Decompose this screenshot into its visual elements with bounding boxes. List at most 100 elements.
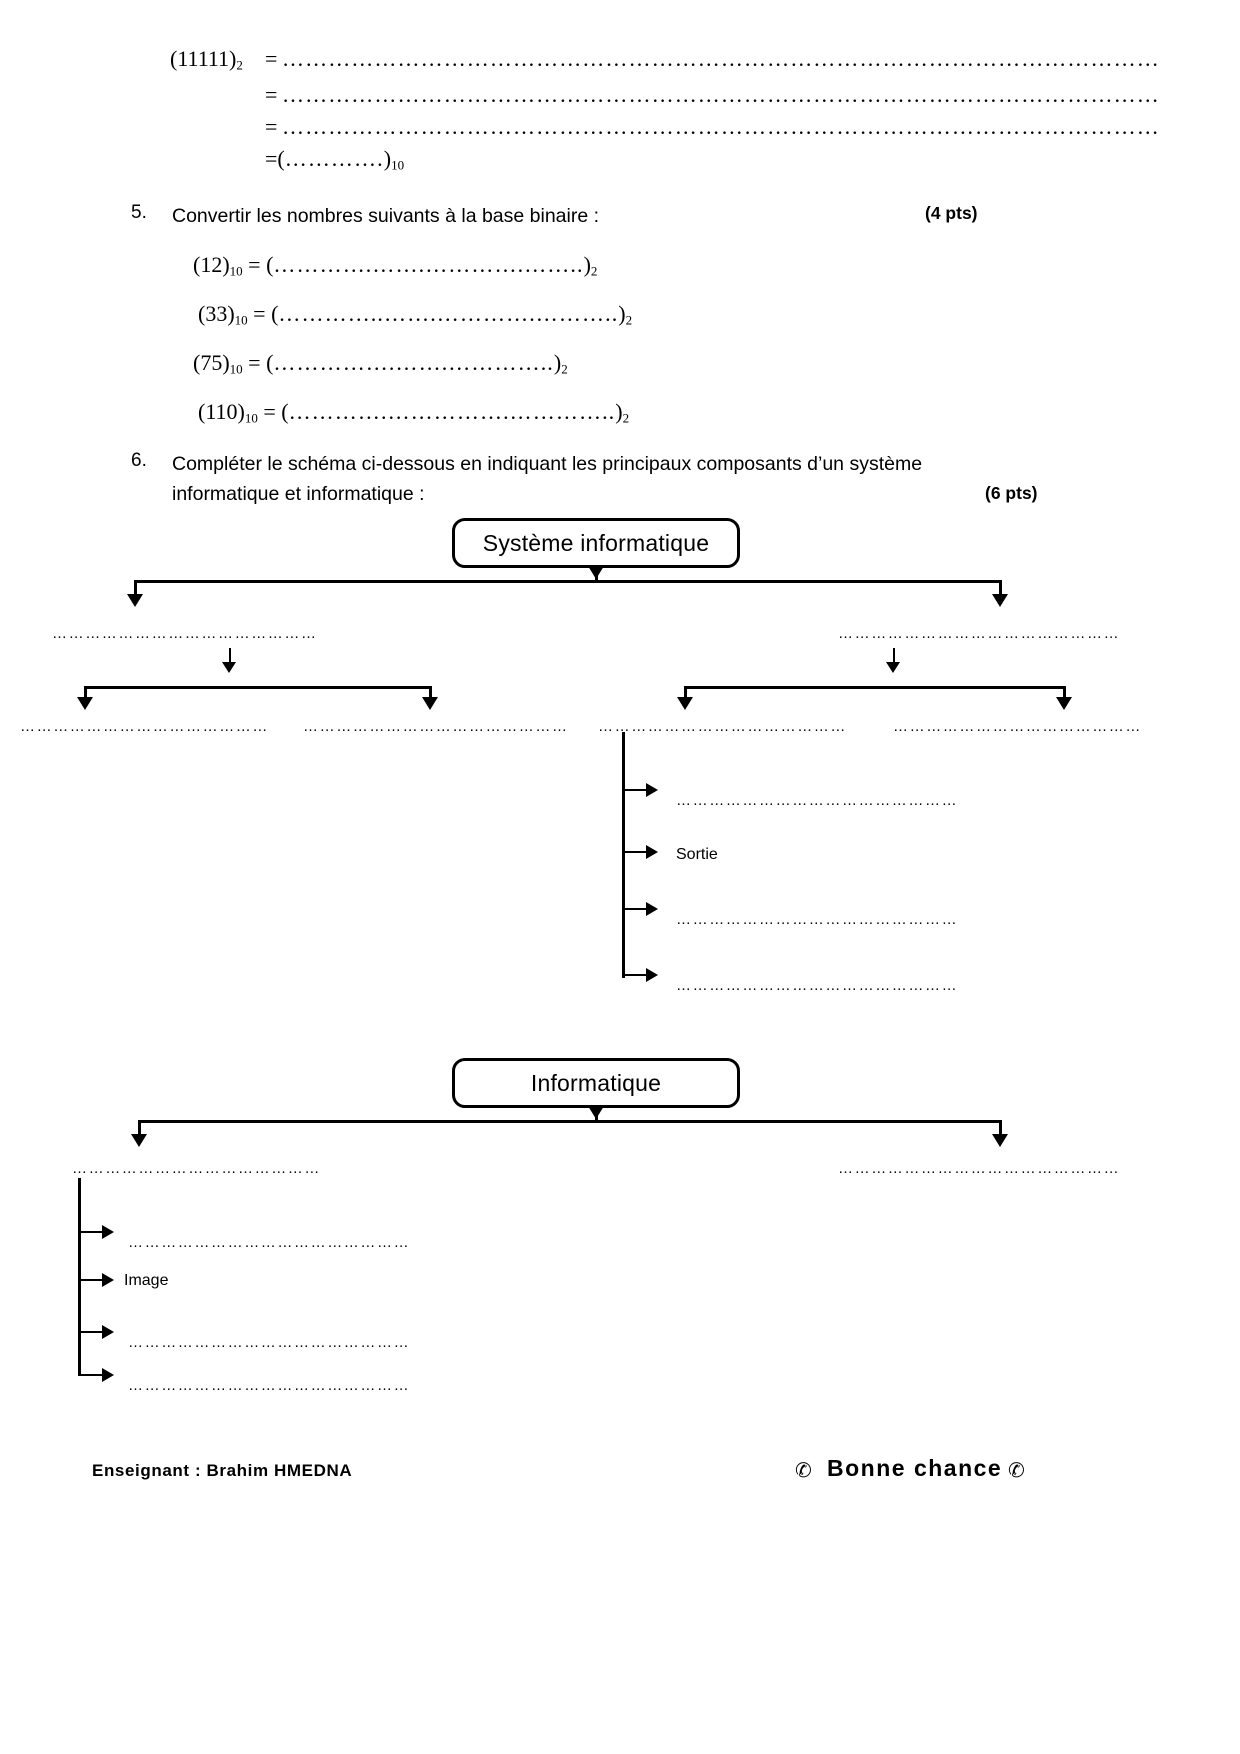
schema-left-sub-arrow-1: [77, 697, 93, 710]
schema2-level1-right-blank[interactable]: ……………………………………………: [838, 1160, 1121, 1177]
schema-level3-label-2: Sortie: [676, 846, 718, 863]
schema2-arrow-3: [102, 1325, 114, 1339]
q4-operand: (11111)2: [170, 46, 243, 73]
schema-level1-right-blank[interactable]: ……………………………………………: [838, 625, 1121, 642]
q5-item-3-blank[interactable]: …………….…….…………..: [273, 350, 554, 375]
q5-item-3-eq: = (: [248, 350, 274, 375]
q5-item-2-eq: = (: [253, 301, 279, 326]
schema2-arrow-1: [102, 1225, 114, 1239]
schema-level3-label-1[interactable]: ……………………………………………: [676, 792, 959, 809]
q5-text: Convertir les nombres suivants à la base…: [172, 205, 600, 227]
q5-item-4-eq: = (: [263, 399, 289, 424]
q5-item-4-close: )2: [615, 399, 630, 426]
schema2-label-2: Image: [124, 1272, 169, 1289]
page-footer: Enseignant : Brahim HMEDNA ✆ Bonne chanc…: [0, 1455, 1240, 1515]
q5-item-1-eq: = (: [248, 252, 274, 277]
q5-item-3: (75)10 = (…………….…….…………..)2: [193, 350, 568, 377]
q6-text-line2: informatique et informatique :: [172, 483, 425, 505]
schema-level3-arrow-1: [646, 783, 658, 797]
schema-level1-left-arrow: [127, 594, 143, 607]
q4-eq-3: =: [265, 114, 278, 139]
schema-root-stem-arrow: [588, 566, 604, 579]
schema-informatique: Informatique ……………………………………… ………………………………: [0, 0, 1240, 1394]
schema-right-sub-drop-1: [684, 686, 687, 700]
schema2-level1-left-blank[interactable]: ………………………………………: [72, 1160, 321, 1177]
schema-left-sub-arrow-2: [422, 697, 438, 710]
q6-number: 6.: [131, 450, 147, 471]
schema-left-sub-bus: [84, 686, 432, 689]
schema-right-sub-stem-arrow: [886, 662, 900, 673]
schema-level3-connector-4: [622, 974, 648, 976]
schema-right-sub-arrow-2: [1056, 697, 1072, 710]
q5-item-4-value: (110)10: [198, 399, 258, 426]
q5-item-4: (110)10 = (………….…………….…………..)2: [198, 399, 629, 426]
schema-left-sub-drop-2: [429, 686, 432, 700]
schema-right-sub-bus: [684, 686, 1066, 689]
q4-row-2: = ……………………………………………………………………………………………………: [170, 82, 1159, 114]
schema-root-systeme-label: Système informatique: [482, 529, 710, 556]
schema2-level1-left-drop: [138, 1120, 141, 1138]
q4-blank-2[interactable]: ……………………………………………………………………………………………………: [282, 82, 1160, 107]
schema2-level1-right-arrow: [992, 1134, 1008, 1147]
q5-item-3-value: (75)10: [193, 350, 243, 377]
schema-root-informatique-box[interactable]: Informatique: [452, 1058, 740, 1108]
schema-level3-connector-3: [622, 908, 648, 910]
q5-item-1-value: (12)10: [193, 252, 243, 279]
q5-item-2-blank[interactable]: …………..…….………….………..: [278, 301, 619, 326]
schema2-connector-4: [78, 1374, 104, 1376]
schema-level3-arrow-2: [646, 845, 658, 859]
schema-left-sub-stem: [229, 648, 231, 668]
schema-root-systeme-box[interactable]: Système informatique: [452, 518, 740, 568]
phone-icon-right: ✆: [1008, 1458, 1025, 1482]
footer-teacher-label: Enseignant : Brahim HMEDNA: [92, 1461, 353, 1480]
schema2-connector-1: [78, 1231, 104, 1233]
q5-points: (4 pts): [925, 203, 978, 223]
schema-level3-label-4[interactable]: ……………………………………………: [676, 977, 959, 994]
schema-level3-connector-2: [622, 851, 648, 853]
schema-systeme-informatique: Système informatique ………………………………………… ………: [20, 518, 1142, 994]
schema-level3-arrow-3: [646, 902, 658, 916]
footer-wish-text: Bonne chance: [827, 1455, 1003, 1481]
schema2-connector-3: [78, 1331, 104, 1333]
q4-eq-2: =: [265, 82, 278, 107]
schema-level2-blank-3[interactable]: ………………………………………: [598, 718, 847, 735]
q5-item-1: (12)10 = (………….…….………….……..)2: [193, 252, 597, 279]
q4-blank-3[interactable]: ……………………………………………………………………………………………………: [282, 114, 1160, 139]
phone-icon-left: ✆: [795, 1458, 812, 1482]
schema-level3-arrow-4: [646, 968, 658, 982]
q4-eq-1: =: [265, 46, 278, 71]
q4-row-3: = ……………………………………………………………………………………………………: [170, 114, 1159, 146]
q5-item-4-blank[interactable]: ………….…………….…………..: [288, 399, 616, 424]
schema-level1-right-drop: [999, 580, 1002, 598]
schema-left-sub-stem-arrow: [222, 662, 236, 673]
q5-item-1-blank[interactable]: ………….…….………….……..: [273, 252, 584, 277]
schema-level3-label-3[interactable]: ……………………………………………: [676, 911, 959, 928]
schema-level2-blank-1[interactable]: ………………………………………: [20, 718, 269, 735]
q5-item-2: (33)10 = (…………..…….………….………..)2: [198, 301, 632, 328]
schema-level1-left-blank[interactable]: …………………………………………: [52, 625, 318, 642]
q4-result-row: =(………….)10: [170, 146, 1050, 178]
schema2-label-4[interactable]: ……………………………………………: [128, 1377, 411, 1394]
schema2-label-3[interactable]: ……………………………………………: [128, 1334, 411, 1351]
schema-level2-blank-2[interactable]: …………………………………………: [303, 718, 569, 735]
schema2-label-1[interactable]: ……………………………………………: [128, 1234, 411, 1251]
schema-right-sub-stem: [893, 648, 895, 668]
schema2-level1-bus: [138, 1120, 1002, 1123]
q4-continuation-block: (11111)2 = ………………………………………………………………………………: [170, 46, 1159, 178]
q6-text-line1: Compléter le schéma ci-dessous en indiqu…: [172, 453, 923, 475]
schema2-connector-2: [78, 1279, 104, 1281]
schema-right-sub-arrow-1: [677, 697, 693, 710]
schema-level2-blank-4[interactable]: ………………………………………: [893, 718, 1142, 735]
schema2-level2-spine: [78, 1178, 81, 1376]
schema2-level1-left-arrow: [131, 1134, 147, 1147]
schema-level1-right-arrow: [992, 594, 1008, 607]
schema2-level1-right-drop: [999, 1120, 1002, 1138]
q4-operand-row: (11111)2 = ………………………………………………………………………………: [170, 46, 1159, 82]
schema2-arrow-2: [102, 1273, 114, 1287]
q5-item-2-value: (33)10: [198, 301, 248, 328]
q4-result[interactable]: =(………….)10: [265, 146, 405, 173]
q6-points: (6 pts): [985, 483, 1038, 503]
q5-number: 5.: [131, 202, 147, 223]
q4-blank-1[interactable]: ……………………………………………………………………………………………………: [282, 46, 1160, 71]
schema2-arrow-4: [102, 1368, 114, 1382]
